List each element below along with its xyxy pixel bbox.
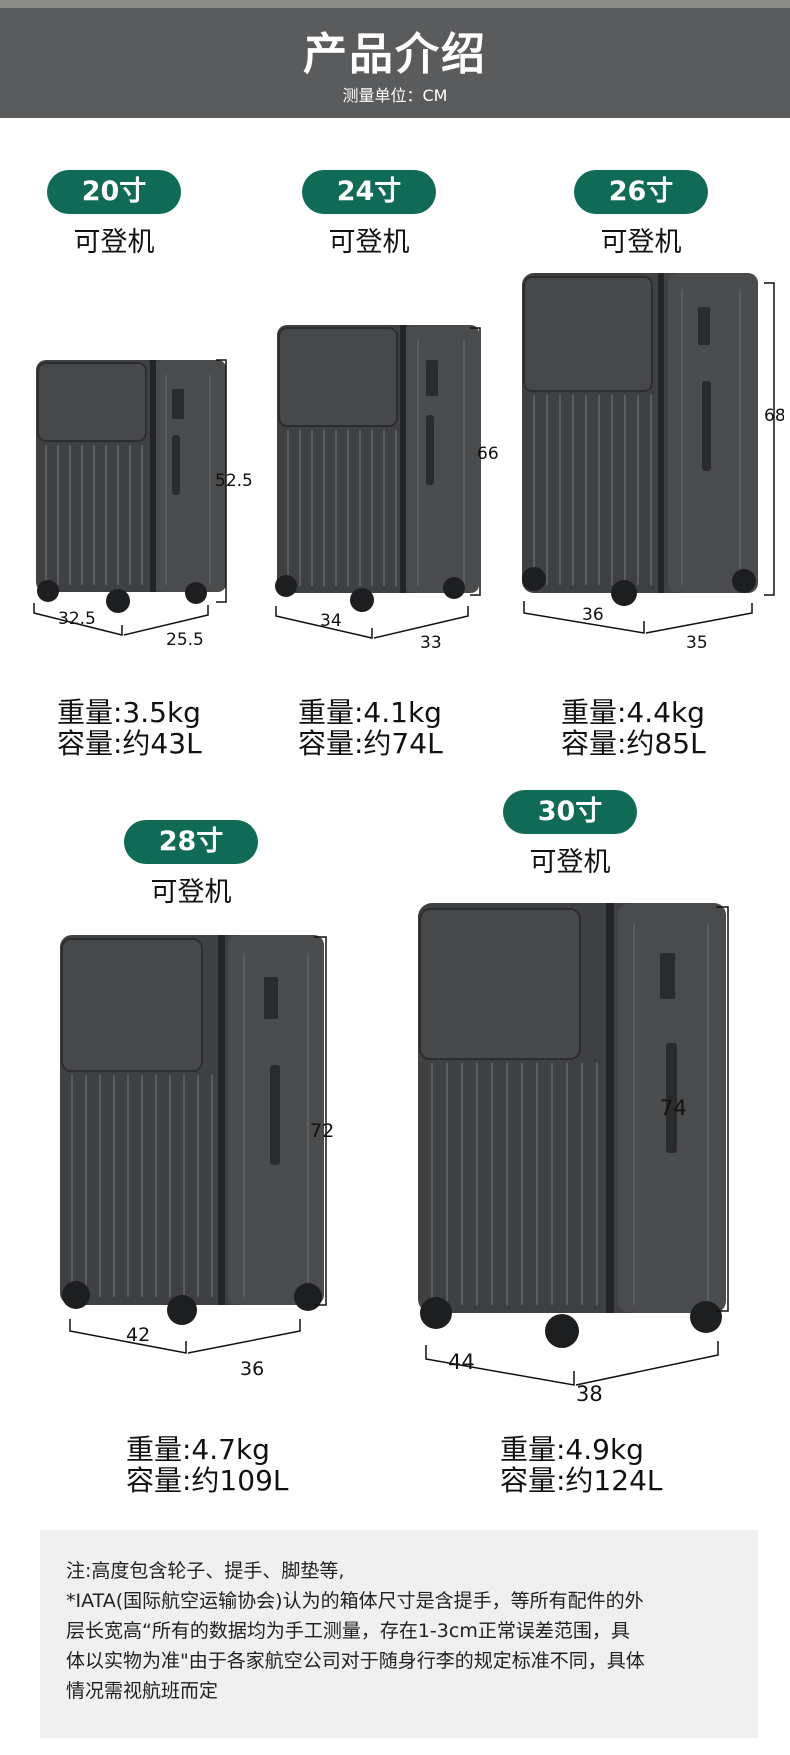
weight-spec: 重量:4.1kg <box>298 696 442 729</box>
size-badge: 20寸 <box>47 170 181 214</box>
note-line: 层长宽高“所有的数据均为手工测量，存在1-3cm正常误差范围，具 <box>66 1620 630 1642</box>
height-dimension: 52.5 <box>215 471 253 491</box>
size-badge: 24寸 <box>302 170 436 214</box>
weight-spec: 重量:4.9kg <box>500 1433 644 1466</box>
disclaimer-note: 注:高度包含轮子、提手、脚垫等, *IATA(国际航空运输协会)认为的箱体尺寸是… <box>40 1530 758 1738</box>
carry-on-label: 可登机 <box>328 227 410 258</box>
suitcase-30-image: 74 44 38 <box>418 903 729 1406</box>
note-line: 注:高度包含轮子、提手、脚垫等, <box>66 1560 345 1582</box>
measurement-unit: 测量单位：CM <box>342 86 448 105</box>
width-dimension: 32.5 <box>58 609 96 629</box>
width-dimension: 44 <box>448 1350 475 1374</box>
note-line: *IATA(国际航空运输协会)认为的箱体尺寸是含提手，等所有配件的外 <box>66 1590 644 1612</box>
weight-spec: 重量:3.5kg <box>57 696 201 729</box>
weight-spec: 重量:4.4kg <box>561 696 705 729</box>
width-dimension: 36 <box>582 605 604 625</box>
height-dimension: 72 <box>310 1120 334 1142</box>
weight-spec: 重量:4.7kg <box>126 1433 270 1466</box>
suitcase-20-image: 52.5 32.5 25.5 <box>33 359 253 650</box>
capacity-spec: 容量:约74L <box>298 727 443 760</box>
width-dimension: 42 <box>126 1324 150 1346</box>
header-photo-strip <box>0 0 790 8</box>
capacity-spec: 容量:约43L <box>57 727 202 760</box>
size-badge: 26寸 <box>574 170 708 214</box>
depth-dimension: 38 <box>576 1382 603 1406</box>
suitcase-28-image: 72 42 36 <box>60 935 334 1380</box>
height-dimension: 74 <box>660 1096 687 1120</box>
note-line: 体以实物为准"由于各家航空公司对于随身行李的规定标准不同，具体 <box>66 1650 645 1672</box>
size-badge: 30寸 <box>503 790 637 834</box>
page-title: 产品介绍 <box>303 29 487 80</box>
capacity-spec: 容量:约124L <box>500 1464 663 1497</box>
height-dimension: 68 <box>764 406 784 426</box>
capacity-spec: 容量:约109L <box>126 1464 289 1497</box>
header-banner: 产品介绍 测量单位：CM <box>0 0 790 118</box>
carry-on-label: 可登机 <box>150 877 232 908</box>
depth-dimension: 33 <box>420 633 442 650</box>
size-badge: 28寸 <box>124 820 258 864</box>
capacity-spec: 容量:约85L <box>561 727 706 760</box>
note-line: 情况需视航班而定 <box>66 1680 219 1702</box>
height-dimension: 66 <box>477 444 499 464</box>
carry-on-label: 可登机 <box>529 847 611 878</box>
carry-on-label: 可登机 <box>73 227 155 258</box>
depth-dimension: 35 <box>686 633 708 653</box>
depth-dimension: 36 <box>240 1358 264 1380</box>
suitcase-24-image: 66 34 33 <box>275 325 499 650</box>
width-dimension: 34 <box>320 611 342 631</box>
depth-dimension: 25.5 <box>166 630 204 650</box>
carry-on-label: 可登机 <box>600 227 682 258</box>
suitcase-26-image: 68 36 35 <box>522 273 784 653</box>
